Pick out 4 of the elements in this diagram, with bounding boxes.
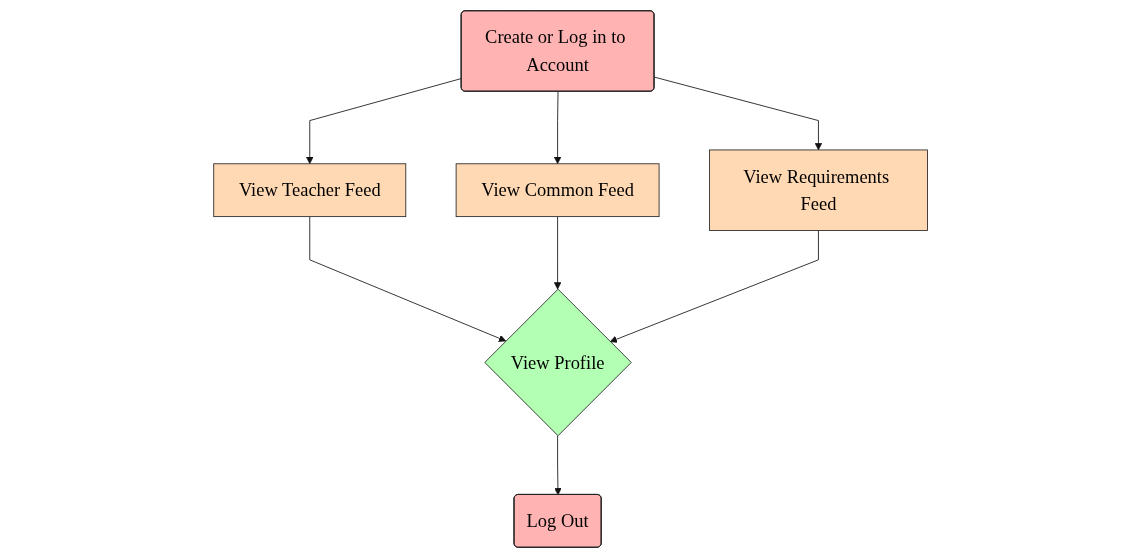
node-box: View Common Feed [455,163,660,218]
node-diamond: View Profile [484,288,632,437]
node-box: View Requirements Feed [708,149,928,231]
node-box: View Teacher Feed [213,163,407,218]
